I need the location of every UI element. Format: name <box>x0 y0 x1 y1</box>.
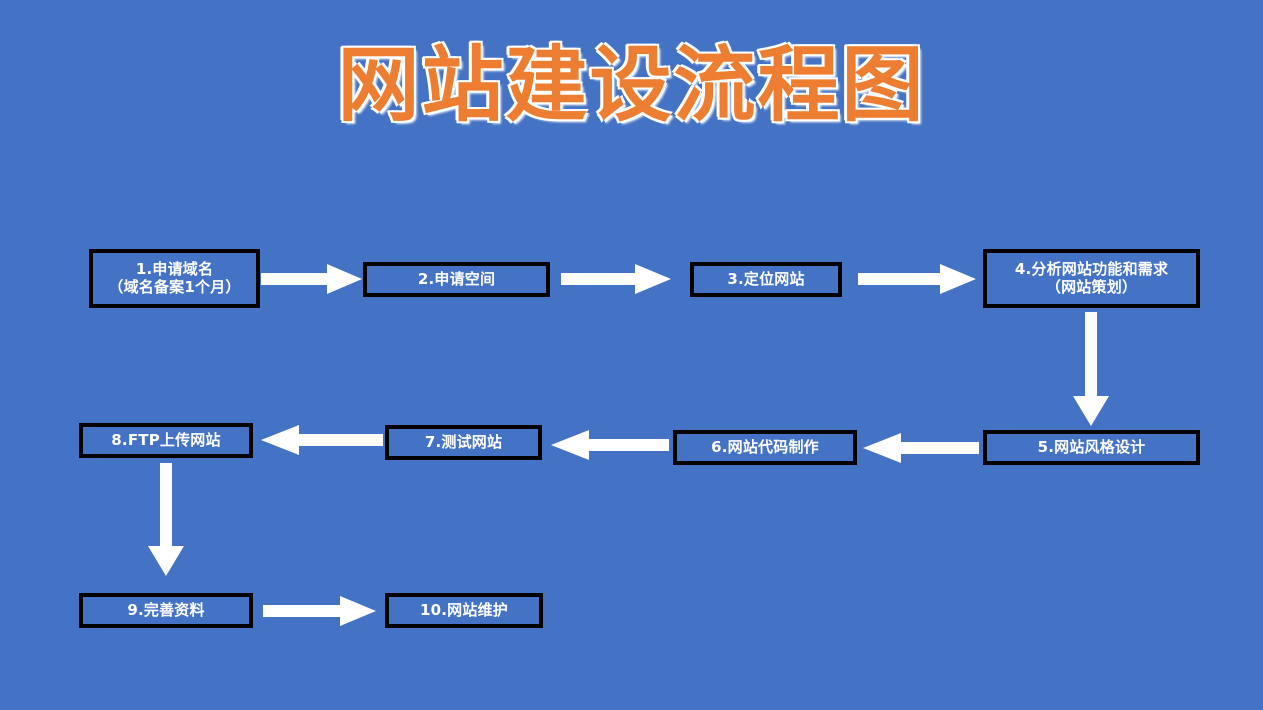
flow-node-7-line1: 7.测试网站 <box>424 432 503 451</box>
arrow-6-to-7 <box>551 430 669 460</box>
flow-node-4-line2: （网站策划） <box>1045 277 1138 296</box>
flow-node-5-line1: 5.网站风格设计 <box>1037 437 1146 456</box>
page-title: 网站建设流程图 <box>337 37 926 133</box>
arrow-4-to-5 <box>1073 312 1109 426</box>
flow-node-2[interactable]: 2.申请空间 <box>363 262 550 297</box>
arrow-9-to-10 <box>263 596 376 626</box>
flow-node-1-line2: （域名备案1个月） <box>108 277 241 296</box>
flow-node-10[interactable]: 10.网站维护 <box>385 593 543 628</box>
flow-node-7[interactable]: 7.测试网站 <box>385 425 542 460</box>
flow-node-6-line1: 6.网站代码制作 <box>711 437 819 456</box>
flow-node-5[interactable]: 5.网站风格设计 <box>983 430 1200 465</box>
flow-node-3-line1: 3.定位网站 <box>727 269 805 288</box>
flow-node-8-line1: 8.FTP上传网站 <box>111 430 221 449</box>
flow-node-3[interactable]: 3.定位网站 <box>690 262 842 297</box>
arrow-5-to-6 <box>863 433 979 463</box>
flow-node-9-line1: 9.完善资料 <box>127 600 205 619</box>
flow-node-6[interactable]: 6.网站代码制作 <box>673 430 857 465</box>
arrow-8-to-9 <box>148 463 184 576</box>
arrow-2-to-3 <box>561 264 671 294</box>
flow-node-8[interactable]: 8.FTP上传网站 <box>79 423 253 458</box>
flow-node-9[interactable]: 9.完善资料 <box>79 593 253 628</box>
flow-node-1[interactable]: 1.申请域名 （域名备案1个月） <box>89 249 260 308</box>
flow-node-1-line1: 1.申请域名 <box>135 260 214 279</box>
arrow-3-to-4 <box>858 264 976 294</box>
flow-node-4[interactable]: 4.分析网站功能和需求 （网站策划） <box>983 249 1200 308</box>
flow-node-10-line1: 10.网站维护 <box>420 600 508 619</box>
arrow-1-to-2 <box>261 264 362 294</box>
flow-node-2-line1: 2.申请空间 <box>417 269 496 288</box>
flow-node-4-line1: 4.分析网站功能和需求 <box>1014 260 1169 279</box>
arrow-7-to-8 <box>261 425 383 455</box>
